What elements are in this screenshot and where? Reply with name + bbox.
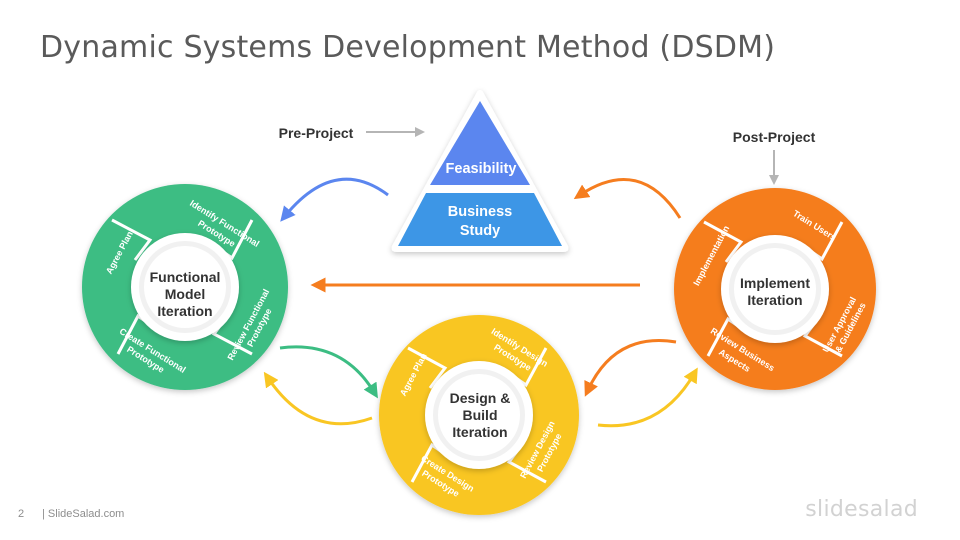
implement-cycle: Implement Iteration Implementation Train…	[674, 188, 876, 390]
pyramid-bottom-label-line-1: Business	[448, 204, 512, 220]
implement-center-line-1: Implement	[740, 275, 810, 291]
page-number: 2	[18, 508, 25, 520]
pre-project-label: Pre-Project	[279, 125, 354, 141]
functional-center-line-3: Iteration	[157, 303, 212, 319]
implement-center-line-2: Iteration	[747, 292, 802, 308]
implement-inner-core	[734, 248, 816, 330]
design-build-cycle: Design & Build Iteration Agree Plan Iden…	[379, 315, 579, 515]
design-center-line-2: Build	[463, 407, 498, 423]
arrow-design-to-functional	[263, 371, 373, 426]
footer-site-link[interactable]: | SlideSalad.com	[42, 508, 125, 520]
functional-center-line-2: Model	[165, 286, 205, 302]
arrow-functional-to-design	[279, 345, 378, 399]
design-center-line-3: Iteration	[452, 424, 507, 440]
pyramid-bottom-label-line-2: Study	[460, 223, 500, 239]
functional-inner-core	[144, 246, 226, 328]
page-title: Dynamic Systems Development Method (DSDM…	[40, 30, 776, 65]
pyramid-top-label: Feasibility	[446, 161, 517, 177]
pyramid-top	[430, 101, 530, 185]
arrow-design-to-implement	[597, 367, 698, 428]
pyramid-bottom	[398, 193, 562, 246]
post-project-label: Post-Project	[733, 129, 816, 145]
functional-model-cycle: Functional Model Iteration Agree Plan Id…	[82, 184, 288, 390]
connector-arrows	[263, 127, 779, 428]
arrow-implement-to-pyramid	[573, 178, 682, 219]
arrow-pyramid-to-functional	[280, 177, 389, 222]
design-inner-core	[438, 374, 520, 456]
functional-center-line-1: Functional	[150, 269, 221, 285]
design-center-line-1: Design &	[450, 390, 511, 406]
brand-logo: slidesalad	[805, 497, 918, 522]
feasibility-pyramid: Feasibility Business Study	[391, 90, 569, 252]
arrow-implement-to-design	[584, 339, 677, 397]
